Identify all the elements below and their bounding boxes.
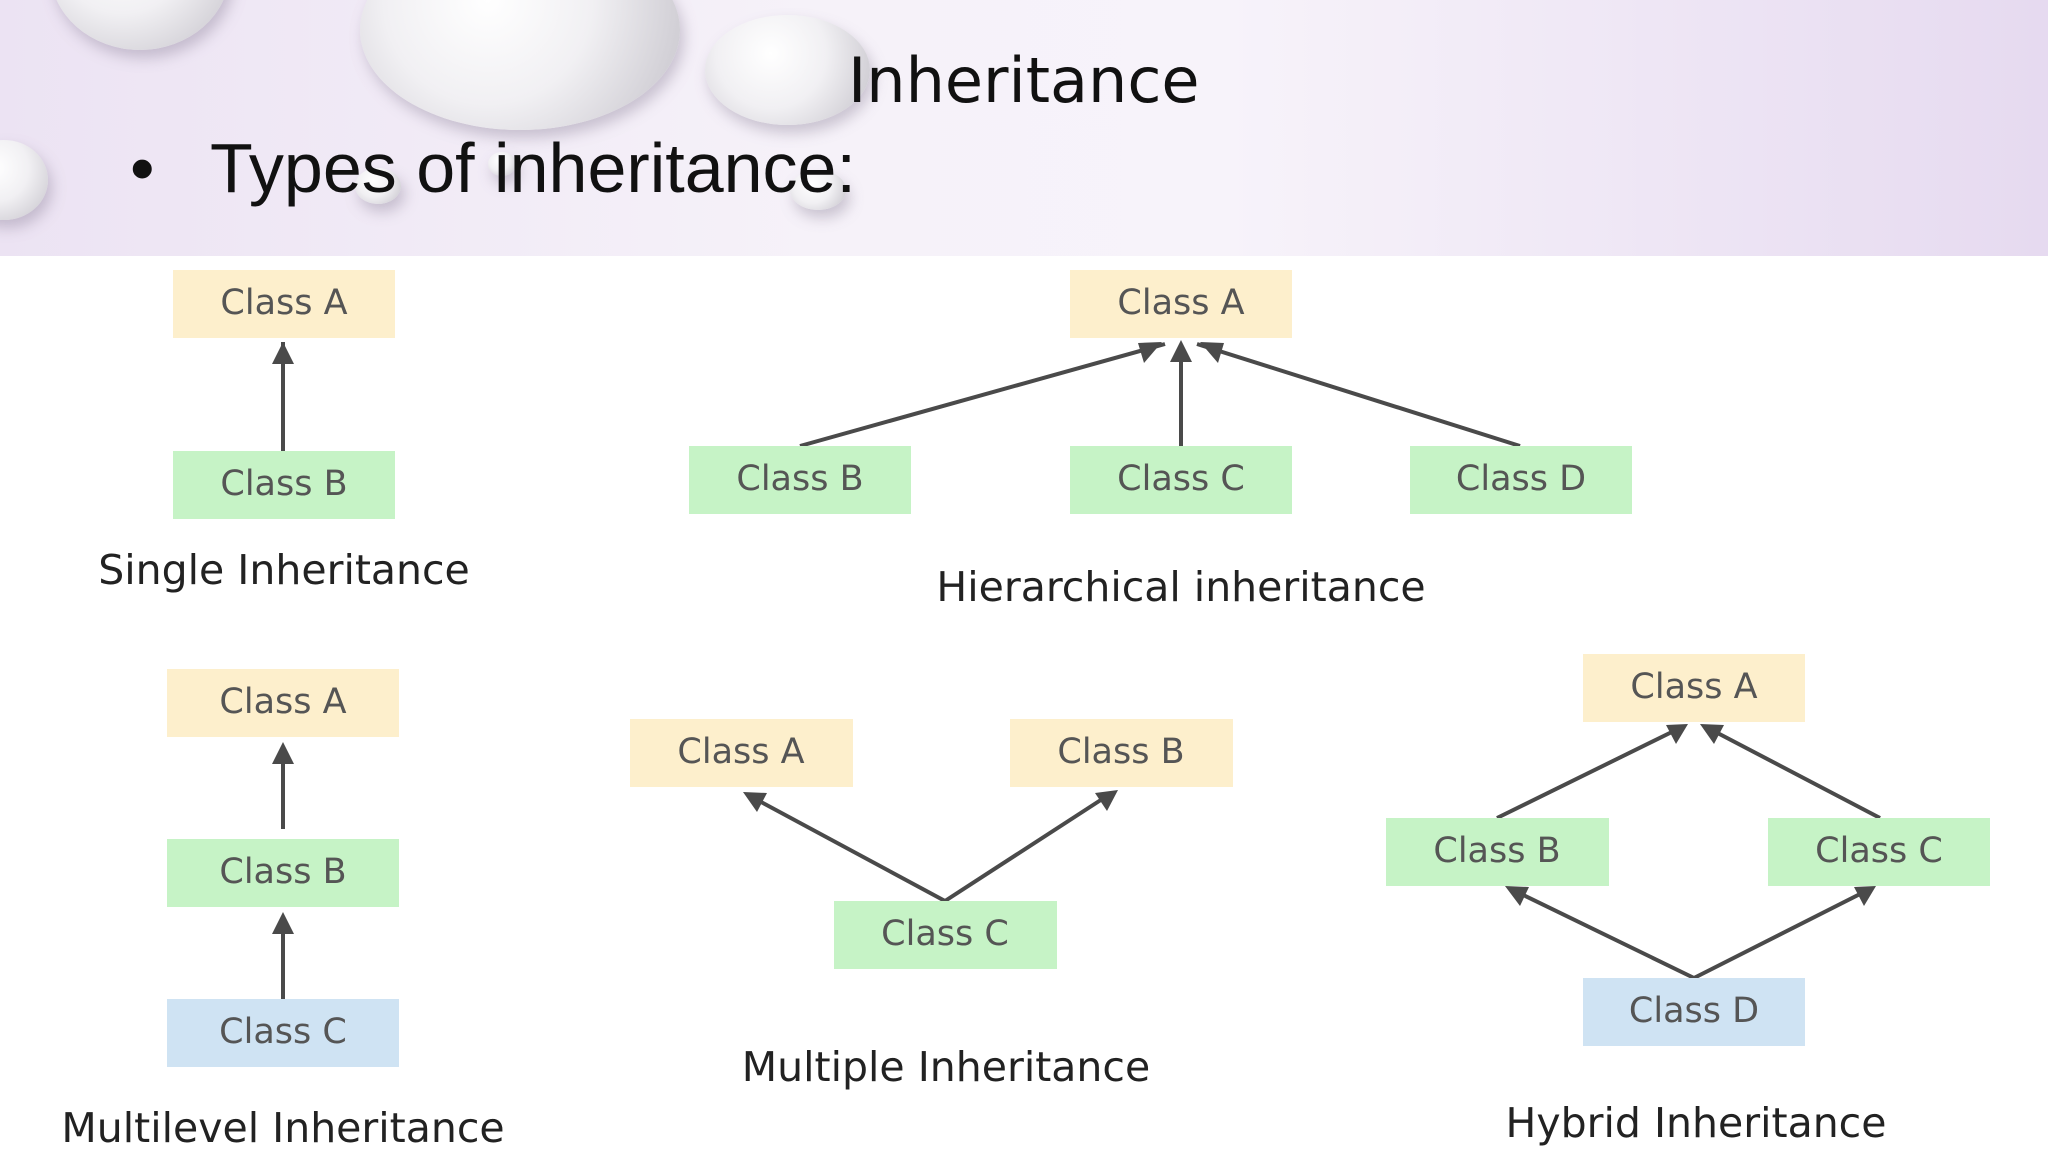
class-b-box: Class B: [689, 446, 911, 514]
hybrid-inheritance-caption: Hybrid Inheritance: [1506, 1099, 1887, 1147]
water-drop-decoration: [0, 140, 48, 220]
single-inheritance-diagram: Class A Class B Single Inheritance: [98, 270, 470, 594]
class-a-label: Class A: [677, 732, 804, 772]
inherits-arrow: [1196, 342, 1521, 448]
class-b-box: Class B: [167, 839, 399, 907]
multiple-inheritance-caption: Multiple Inheritance: [742, 1043, 1150, 1091]
class-b-label: Class B: [736, 459, 863, 499]
bullet-item: • Types of inheritance:: [130, 128, 856, 208]
class-a-box: Class A: [630, 719, 853, 787]
class-c-label: Class C: [1815, 831, 1943, 871]
water-drop-decoration: [790, 170, 846, 210]
class-d-box: Class D: [1410, 446, 1632, 514]
class-c-box: Class C: [1768, 818, 1990, 886]
inherits-arrow: [1693, 888, 1869, 980]
water-drop-decoration: [360, 0, 680, 130]
inherits-arrow: [1496, 726, 1681, 820]
arrow-head: [272, 342, 294, 364]
arrow-head: [1700, 724, 1724, 744]
class-c-label: Class C: [1117, 459, 1245, 499]
class-b-label: Class B: [1057, 732, 1184, 772]
class-d-label: Class D: [1629, 991, 1759, 1031]
class-b-label: Class B: [1433, 831, 1560, 871]
class-a-label: Class A: [219, 682, 346, 722]
hierarchical-inheritance-caption: Hierarchical inheritance: [936, 563, 1425, 611]
class-c-box: Class C: [834, 901, 1057, 969]
bullet-text: Types of inheritance:: [210, 129, 856, 207]
inheritance-types-diagram: .arr { stroke: #4a4a4a; stroke-width: 4;…: [61, 270, 1990, 1152]
multilevel-inheritance-caption: Multilevel Inheritance: [61, 1104, 504, 1152]
inherits-arrow: [749, 794, 946, 903]
class-a-label: Class A: [1630, 667, 1757, 707]
inherits-arrow: [1512, 888, 1695, 980]
class-a-box: Class A: [1583, 654, 1805, 722]
inherits-arrow: [943, 792, 1112, 903]
arrow-head: [1170, 340, 1192, 362]
water-drop-decoration: [50, 0, 230, 50]
slide-title: Inheritance: [848, 44, 1200, 117]
arrow-head: [1138, 342, 1162, 363]
class-b-box: Class B: [173, 451, 395, 519]
hierarchical-inheritance-diagram: Class A Class B Class C Class D Hierarch…: [689, 270, 1632, 611]
arrow-head: [1505, 886, 1529, 906]
single-inheritance-caption: Single Inheritance: [98, 546, 470, 594]
arrow-head: [1854, 886, 1876, 906]
multiple-inheritance-diagram: Class A Class B Class C Multiple Inherit…: [630, 719, 1233, 1091]
arrow-head: [1666, 724, 1688, 744]
water-drop-decoration: [488, 152, 516, 176]
arrow-head: [1200, 342, 1224, 363]
class-b-box: Class B: [1386, 818, 1609, 886]
slide-header: Inheritance • Types of inheritance:: [0, 0, 2048, 256]
class-b-label: Class B: [220, 464, 347, 504]
class-c-label: Class C: [219, 1012, 347, 1052]
class-c-label: Class C: [881, 914, 1009, 954]
arrow-head: [272, 912, 294, 934]
multilevel-inheritance-diagram: Class A Class B Class C Multilevel Inher…: [61, 669, 505, 1152]
class-a-label: Class A: [220, 283, 347, 323]
arrow-head: [743, 792, 767, 812]
class-c-box: Class C: [1070, 446, 1292, 514]
class-b-label: Class B: [219, 852, 346, 892]
bullet-symbol: •: [130, 129, 155, 207]
class-a-label: Class A: [1117, 283, 1244, 323]
class-d-box: Class D: [1583, 978, 1805, 1046]
class-a-box: Class A: [173, 270, 395, 338]
arrow-head: [1095, 790, 1118, 811]
class-c-box: Class C: [167, 999, 399, 1067]
inherits-arrow: [799, 342, 1166, 448]
inherits-arrow: [1707, 726, 1881, 820]
class-a-box: Class A: [167, 669, 399, 737]
class-d-label: Class D: [1456, 459, 1586, 499]
arrow-head: [272, 742, 294, 764]
water-drop-decoration: [355, 168, 401, 204]
water-drop-decoration: [705, 15, 870, 125]
class-a-box: Class A: [1070, 270, 1292, 338]
class-b-box: Class B: [1010, 719, 1233, 787]
hybrid-inheritance-diagram: Class A Class B Class C Class D Hybrid I…: [1386, 654, 1990, 1147]
